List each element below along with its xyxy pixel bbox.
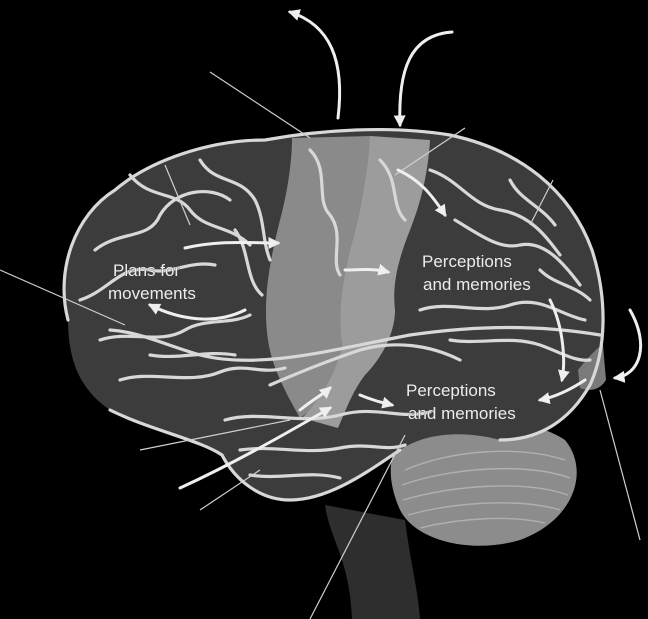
information-flow-arrows	[147, 9, 643, 490]
svg-text:and memories: and memories	[408, 404, 516, 423]
gyri-outlines	[62, 127, 605, 502]
svg-text:Plans for: Plans for	[113, 261, 180, 280]
brainstem	[325, 505, 420, 619]
svg-text:Perceptions: Perceptions	[406, 381, 496, 400]
label-frontal: Plans for movements	[108, 261, 196, 304]
label-parietal: Perceptions and memories	[422, 252, 531, 295]
svg-text:Perceptions: Perceptions	[422, 252, 512, 271]
label-temporal: Perceptions and memories	[406, 381, 516, 424]
leader-lines	[0, 71, 641, 619]
svg-text:movements: movements	[108, 284, 196, 303]
motor-cortex-strip	[265, 136, 372, 418]
cerebellum	[390, 421, 577, 546]
svg-text:and memories: and memories	[423, 275, 531, 294]
